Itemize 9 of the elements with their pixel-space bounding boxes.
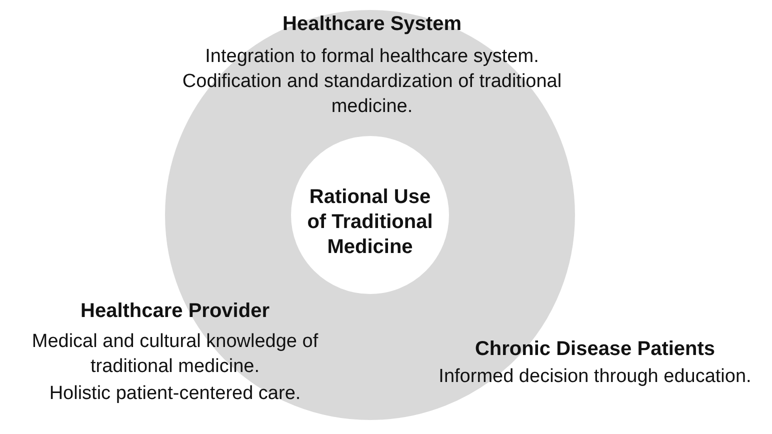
description-text: Holistic patient-centered care. [48,382,302,406]
section-heading: Healthcare System [282,12,462,37]
section-heading: Healthcare Provider [80,299,270,324]
description-text: Codification and standardization of traditional medicine. [182,70,562,119]
description-text: Informed decision through education. [438,365,752,389]
section-heading: Chronic Disease Patients [474,337,716,362]
description-text: Medical and cultural knowledge of traditional medicine. [30,330,320,379]
center-text: Rational Use of Traditional Medicine [300,185,440,260]
description-text: Integration to formal healthcare system. [204,45,540,69]
